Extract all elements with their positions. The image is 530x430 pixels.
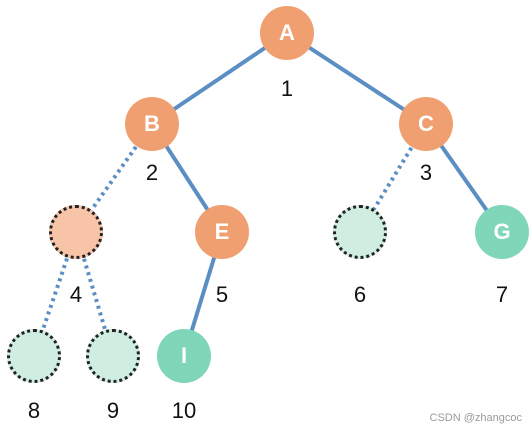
node-C: C (399, 97, 453, 151)
node-9-empty (86, 329, 140, 383)
index-label-8: 8 (27, 398, 41, 423)
watermark: CSDN @zhangcoc (429, 412, 522, 424)
index-label-7: 7 (495, 282, 509, 307)
index-label-4: 4 (69, 282, 83, 307)
node-4-empty (49, 205, 103, 259)
node-A: A (260, 6, 314, 60)
node-I: I (157, 329, 211, 383)
index-label-3: 3 (419, 160, 433, 185)
index-label-10: 10 (171, 398, 197, 423)
index-label-1: 1 (280, 76, 294, 101)
node-8-empty (7, 329, 61, 383)
index-label-5: 5 (215, 282, 229, 307)
index-label-6: 6 (353, 282, 367, 307)
node-6-empty (333, 205, 387, 259)
node-B: B (125, 97, 179, 151)
node-E: E (195, 205, 249, 259)
index-label-9: 9 (106, 398, 120, 423)
node-G: G (475, 205, 529, 259)
index-label-2: 2 (145, 160, 159, 185)
